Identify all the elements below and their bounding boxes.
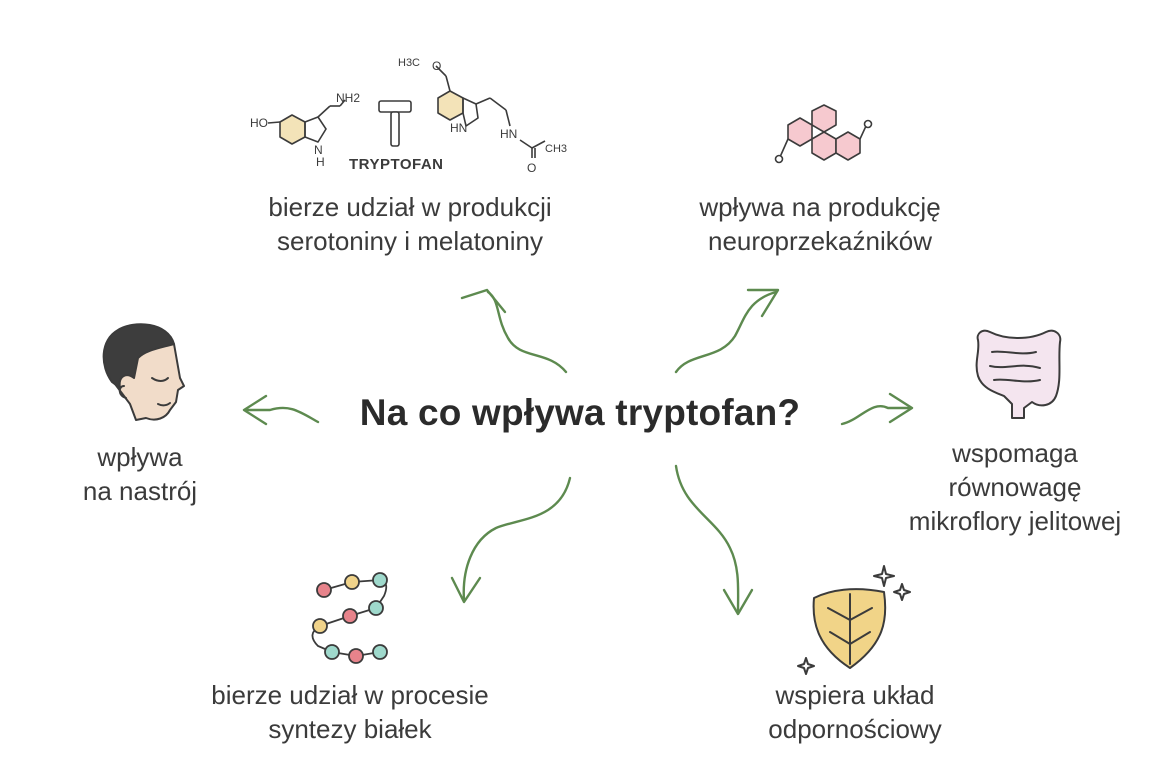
arrow-neuro (674, 288, 780, 374)
chem-o-methoxy: O (432, 59, 441, 73)
chem-nh2: NH2 (336, 91, 360, 105)
chem-hn-amide: HN (500, 127, 517, 141)
arrow-protein (450, 476, 572, 604)
label-protein: bierze udział w procesie syntezy białek (211, 680, 489, 744)
chem-h-ring: H (316, 155, 325, 169)
arrow-immune (674, 464, 754, 616)
chem-hn-ring: HN (450, 121, 467, 135)
chem-h3c: H3C (398, 57, 420, 69)
label-immune: wspiera układ odpornościowy (768, 680, 942, 744)
label-mood: wpływa na nastrój (82, 442, 198, 506)
diagram-title: Na co wpływa tryptofan? (359, 392, 801, 433)
arrow-serotonin (460, 288, 568, 374)
arrow-mood (242, 394, 320, 426)
chem-n-ring: N (314, 143, 323, 157)
label-neuro: wpływa na produkcję neuroprzekaźników (699, 192, 941, 256)
chem-ho: HO (250, 116, 268, 130)
molecule-caption: TRYPTOFAN (349, 156, 444, 173)
label-serotonin: bierze udział w produkcji serotoniny i m… (268, 192, 552, 256)
arrow-gut (840, 392, 914, 426)
label-gut: wspomaga równowagę mikroflory jelitowej (908, 438, 1122, 536)
chem-o-carbonyl: O (527, 161, 536, 175)
chem-ch3: CH3 (545, 143, 567, 155)
